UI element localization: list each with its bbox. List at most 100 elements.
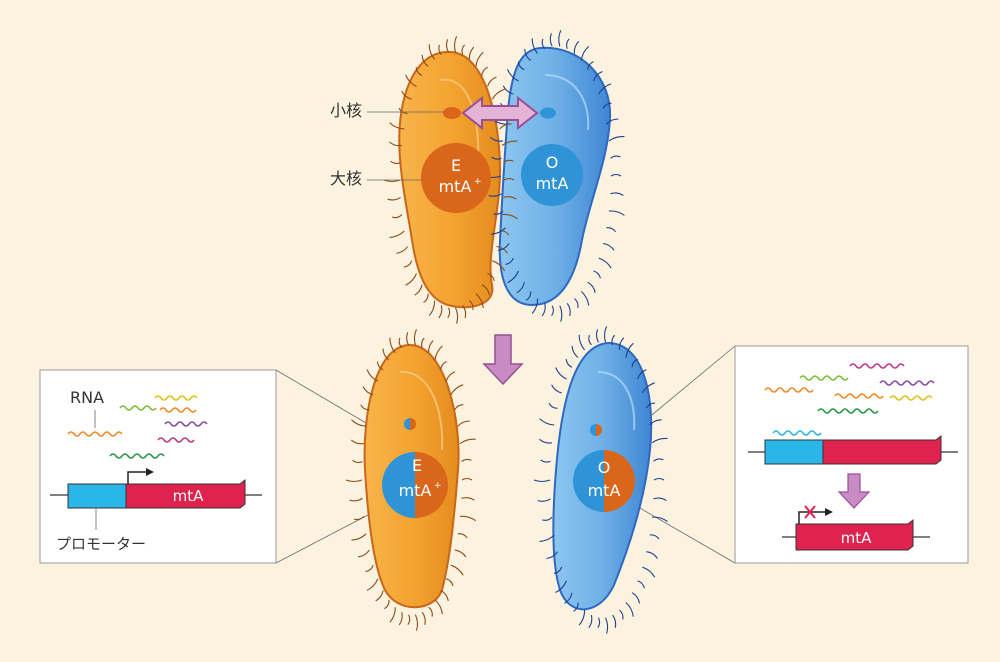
cilium <box>354 516 365 521</box>
rna-strand <box>817 408 879 414</box>
cilium <box>469 300 474 311</box>
cilium <box>421 611 426 626</box>
cilium <box>490 227 506 235</box>
cilium <box>428 606 433 617</box>
cilium <box>580 45 590 61</box>
cilium <box>571 345 579 358</box>
bottom-cilia <box>345 326 668 634</box>
cilium <box>507 270 520 284</box>
cilium <box>403 260 413 268</box>
cilium <box>453 36 458 53</box>
cilium <box>539 438 552 444</box>
micronucleus-label: 小核 <box>330 101 362 120</box>
cilium <box>619 609 624 620</box>
cilium <box>539 534 555 542</box>
right-inset-panel: mtA <box>734 345 969 564</box>
cilium <box>517 61 525 71</box>
gene-label-silenced: mtA <box>841 529 872 547</box>
cilium <box>653 497 667 502</box>
cilium <box>637 580 645 589</box>
cilium <box>440 589 449 602</box>
top-left-sup: + <box>474 177 482 187</box>
cilium <box>551 384 562 394</box>
cilium <box>392 214 403 219</box>
cilium <box>499 123 512 130</box>
cilium <box>406 332 410 346</box>
cilium <box>475 293 484 308</box>
cilium <box>608 135 625 142</box>
cilium <box>593 270 601 279</box>
cilium <box>461 497 475 501</box>
cilium <box>352 459 363 464</box>
cilium <box>438 44 442 56</box>
cilium <box>396 246 409 254</box>
rna-waves-right <box>764 363 935 436</box>
cilium <box>612 614 617 628</box>
cilium <box>450 564 464 576</box>
cilium <box>351 419 367 427</box>
cilium <box>349 497 363 502</box>
cilium <box>487 272 495 282</box>
cilium <box>542 516 553 521</box>
gene-label-left: mtA <box>173 487 204 505</box>
cilium <box>553 566 563 574</box>
cilium <box>375 590 384 602</box>
cilium <box>573 40 580 54</box>
cilium <box>651 437 668 444</box>
cilium <box>502 213 518 220</box>
cilium <box>595 329 599 343</box>
cilium <box>434 345 443 361</box>
cilium <box>366 578 379 591</box>
cilium <box>445 578 454 587</box>
cilium <box>405 74 417 87</box>
macronucleus-bottom-left <box>382 452 448 518</box>
cilium <box>461 458 472 463</box>
cilium <box>445 39 449 53</box>
cilium <box>588 614 593 629</box>
cilium <box>587 61 594 70</box>
cilium <box>555 367 567 380</box>
bottom-right-gene: mtA <box>588 481 621 500</box>
cilium <box>580 290 590 306</box>
cilium <box>537 498 551 502</box>
cilium <box>503 159 514 164</box>
cilium <box>389 230 405 238</box>
cilium <box>351 533 367 541</box>
cilium <box>610 155 621 159</box>
cilium <box>497 243 510 251</box>
cilium <box>533 479 551 483</box>
cilium <box>587 281 596 293</box>
cilium <box>503 196 517 200</box>
cilium <box>558 30 562 47</box>
micronucleus-left <box>443 107 461 119</box>
rna-strand <box>799 375 849 381</box>
cilium <box>578 609 586 626</box>
blocked-transcription-arrow <box>798 511 825 524</box>
cilium <box>653 477 665 481</box>
cilium <box>389 122 405 130</box>
cilium <box>608 210 625 216</box>
cilium <box>502 85 514 95</box>
cilium <box>541 303 546 317</box>
cilium <box>588 334 592 346</box>
cilium <box>358 549 370 558</box>
cilium <box>460 515 476 522</box>
down-arrow-right-inset <box>837 473 871 509</box>
cilium <box>428 300 436 317</box>
cilium <box>488 193 502 197</box>
cilium <box>631 358 639 368</box>
cilium <box>610 192 624 196</box>
cilium <box>548 402 558 409</box>
cilium <box>440 360 447 370</box>
cilium <box>454 549 467 558</box>
cilium <box>415 67 423 76</box>
cilium <box>578 334 586 351</box>
cilium <box>501 140 518 146</box>
cilium <box>564 592 573 604</box>
cilium <box>407 614 411 626</box>
bottom-left-sup: + <box>434 481 442 491</box>
cilium <box>390 160 401 165</box>
cilium <box>649 534 660 540</box>
cilium <box>454 307 459 324</box>
cilium <box>559 305 563 322</box>
